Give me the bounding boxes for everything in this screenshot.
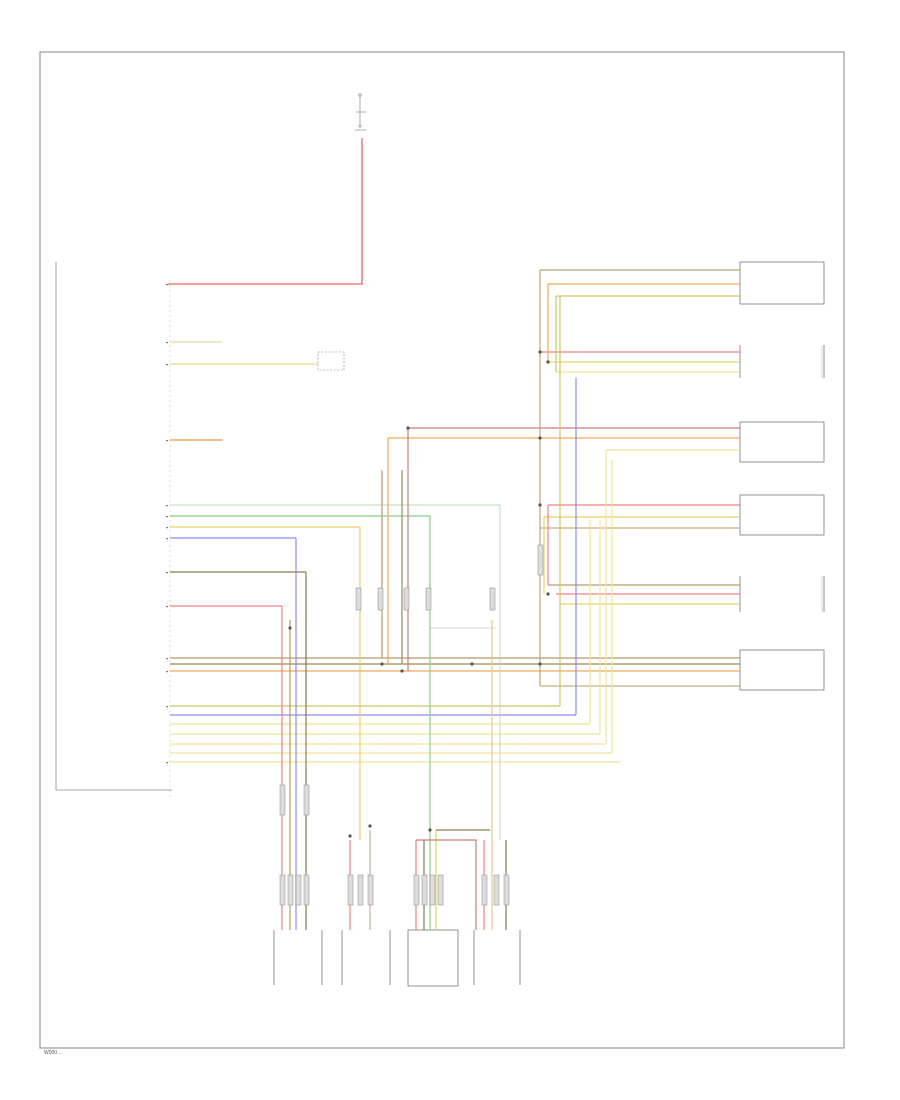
inline-connectors [279, 544, 544, 906]
fuse-symbol [355, 93, 366, 131]
sensor-3 [407, 929, 459, 987]
relay-symbol [317, 351, 345, 371]
control-unit-outline [55, 262, 172, 791]
pin-ticks [166, 284, 168, 764]
bottom-sensors [273, 929, 521, 987]
right-modules [739, 261, 825, 691]
footer-code: W000… [44, 1050, 62, 1056]
power-wire-red [168, 138, 363, 285]
junction-dots [288, 350, 550, 838]
sensor-4 [473, 930, 521, 985]
sensor-2 [341, 930, 391, 985]
harness-wires [170, 269, 740, 763]
module-3 [739, 421, 825, 463]
vertical-wires [281, 270, 613, 930]
module-1 [739, 261, 825, 305]
diagram-frame [39, 51, 845, 1049]
dashed-guides [430, 345, 823, 687]
sensor-1 [273, 930, 323, 985]
module-5 [739, 576, 825, 612]
module-4 [739, 494, 825, 536]
module-2 [739, 345, 825, 378]
module-6 [739, 649, 825, 691]
